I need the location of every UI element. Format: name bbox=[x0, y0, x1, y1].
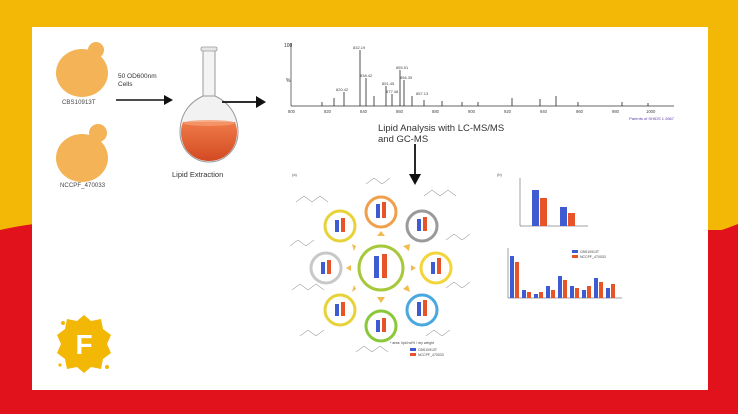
yeast-cell-2-icon bbox=[56, 124, 108, 182]
flask-icon bbox=[179, 46, 239, 163]
flask-label: Lipid Extraction bbox=[172, 170, 224, 179]
yeast-research-logo-icon: F bbox=[57, 315, 111, 373]
panel-b-legend-1: CBS10913T bbox=[580, 250, 600, 254]
arrow-to-flask-icon bbox=[116, 95, 173, 105]
yeast-cell-1-icon bbox=[56, 42, 108, 97]
arrow-down-icon bbox=[409, 144, 421, 185]
arrow-to-spectrum-icon bbox=[222, 96, 266, 108]
spectrum-tick: 860 bbox=[396, 109, 404, 114]
panel-b-tag: (b) bbox=[497, 172, 502, 177]
svg-text:%: % bbox=[286, 78, 291, 84]
peak-label: 857.13 bbox=[416, 91, 429, 96]
spectrum-tick: 820 bbox=[324, 109, 332, 114]
cell-label-1: CBS10913T bbox=[62, 100, 96, 106]
spectrum-tick: 880 bbox=[432, 109, 440, 114]
panel-b-bar-charts: CBS10913T NCCPF_470033 bbox=[507, 178, 622, 299]
logo-line1: YEAST bbox=[115, 332, 160, 347]
cell-label-2: NCCPF_470033 bbox=[60, 183, 106, 189]
spectrum-tick: 840 bbox=[360, 109, 368, 114]
analysis-line1: Lipid Analysis with LC-MS/MS bbox=[378, 123, 505, 134]
analysis-label: Lipid Analysis with LC-MS/MS and GC-MS bbox=[378, 123, 504, 145]
lipid-wheel-diagram: CBS10913T NCCPF_470033 * area: lipid wt%… bbox=[289, 177, 471, 357]
spectrum-tick: 940 bbox=[540, 109, 548, 114]
culture-condition-line2: Cells bbox=[118, 81, 133, 88]
spectrum-footer: Parents of SHIDS 1 2667 bbox=[629, 116, 675, 121]
spectrum-tick: 900 bbox=[468, 109, 476, 114]
peak-label: 832.19 bbox=[353, 45, 366, 50]
peak-label: 820.42 bbox=[336, 87, 349, 92]
peak-label: 851.45 bbox=[382, 81, 395, 86]
spectrum-tick: 1000 bbox=[646, 109, 656, 114]
peak-label: 877.48 bbox=[386, 89, 399, 94]
panel-a-note: * area: lipid wt% / dry weight bbox=[390, 341, 434, 345]
panel-a-legend-2: NCCPF_470033 bbox=[418, 353, 444, 357]
svg-text:100: 100 bbox=[284, 43, 293, 49]
analysis-line2: and GC-MS bbox=[378, 134, 429, 145]
spectrum-tick: 920 bbox=[504, 109, 512, 114]
mass-spectrum: 100 % 832.19 838.42 855.51 856.39 820.42… bbox=[284, 43, 675, 121]
peak-label: 838.42 bbox=[360, 73, 373, 78]
panel-b-legend-2: NCCPF_470033 bbox=[580, 255, 606, 259]
spectrum-tick: 800 bbox=[288, 109, 296, 114]
panel-a-tag: (a) bbox=[292, 172, 297, 177]
panel-a-legend-1: CBS10913T bbox=[418, 348, 438, 352]
peak-label: 855.51 bbox=[396, 65, 409, 70]
culture-condition-line1: 50 OD600nm bbox=[118, 73, 157, 80]
peak-label: 856.39 bbox=[400, 75, 413, 80]
spectrum-tick: 980 bbox=[612, 109, 620, 114]
culture-condition: 50 OD600nm Cells bbox=[118, 73, 157, 89]
logo-glyph: F bbox=[75, 329, 92, 360]
logo-line2: RESEARCH bbox=[115, 346, 190, 361]
spectrum-tick: 960 bbox=[576, 109, 584, 114]
